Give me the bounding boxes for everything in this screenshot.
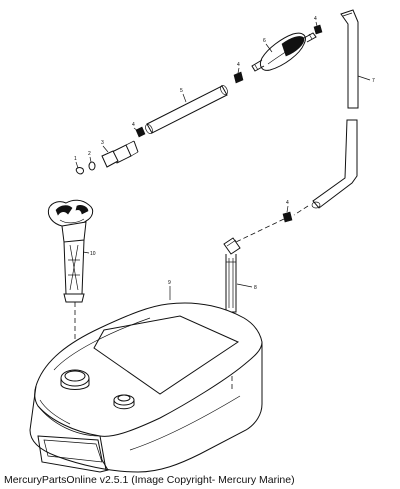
retainer-clip [75,167,84,175]
callout-1: 1 [74,156,77,162]
callout-4-mid: 4 [237,62,240,68]
hose-clamp-mid [233,71,244,84]
callout-4-right: 4 [286,200,289,206]
callout-7: 7 [372,78,375,84]
callout-2-leader [89,156,92,163]
fuel-connector [101,140,139,168]
callout-4-left-leader [133,127,139,132]
leader-hose-to-clamp [293,205,309,216]
callout-7-leader [357,75,371,81]
callout-5-leader [182,93,187,103]
callout-1-leader [75,161,79,169]
callout-4-upper: 4 [314,16,317,22]
image-caption: MercuryPartsOnline v2.5.1 (Image Copyrig… [4,474,295,486]
fuel-hose [145,84,228,135]
callout-3-leader [102,145,109,153]
callout-3: 3 [101,140,104,146]
primer-bulb [251,32,317,72]
fuel-line-upper [340,9,359,109]
callout-2: 2 [88,151,91,157]
hose-clamp-right [282,211,293,223]
fuel-line-lower [311,119,358,209]
fuel-pickup-tube [223,237,241,313]
callout-4-mid-leader [237,67,240,74]
fuel-gauge-assembly [47,199,94,303]
callout-10: 10 [90,251,96,257]
callout-5: 5 [180,88,183,94]
callout-4-upper-leader [315,21,318,27]
leader-clamp-to-elbow [235,218,285,243]
callout-6-leader [265,43,273,53]
o-ring [88,161,96,171]
hose-clamp-left [135,126,146,138]
callout-4-right-leader [286,205,289,213]
callout-4-left: 4 [132,122,135,128]
hose-clamp-upper [313,24,323,35]
callout-6: 6 [263,38,266,44]
fuel-tank [29,302,263,473]
callout-10-leader [82,251,90,254]
callout-9: 9 [168,280,171,286]
callout-8: 8 [254,285,257,291]
callout-8-leader [236,283,253,288]
